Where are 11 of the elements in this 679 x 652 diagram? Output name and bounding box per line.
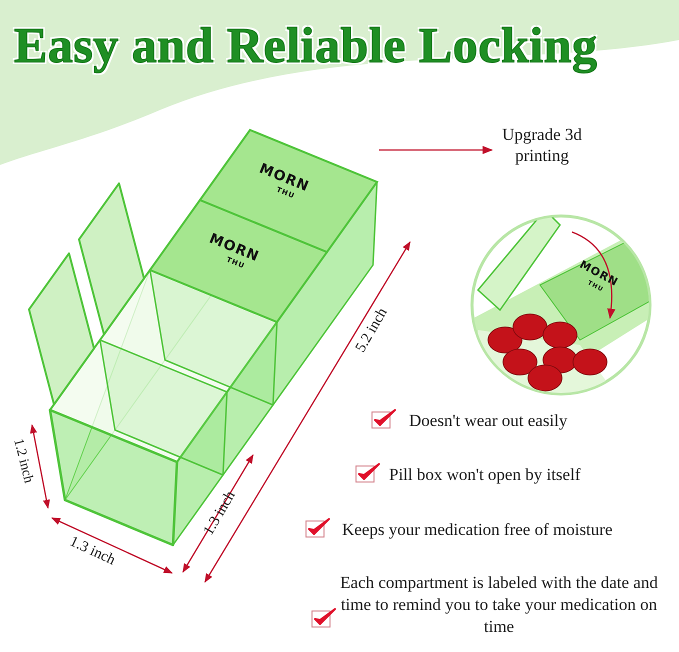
feature-text: Doesn't wear out easily <box>409 411 568 431</box>
feature-text: Keeps your medication free of moisture <box>342 520 612 540</box>
dimension-label: 1.2 inch <box>9 437 36 485</box>
dimension-label: 5.2 inch <box>352 305 392 356</box>
feature-text: Pill box won't open by itself <box>389 465 580 485</box>
dimension-label: 1.3 inch <box>200 488 240 539</box>
leader-arrow <box>379 146 494 154</box>
title: Easy and Reliable Locking <box>14 16 598 74</box>
dimension-label: 1.3 inch <box>66 534 118 570</box>
callout-text: Upgrade 3d printing <box>501 124 583 166</box>
feature-text: Each compartment is labeled with the date and time to remind you to take your medication on time <box>340 572 658 638</box>
